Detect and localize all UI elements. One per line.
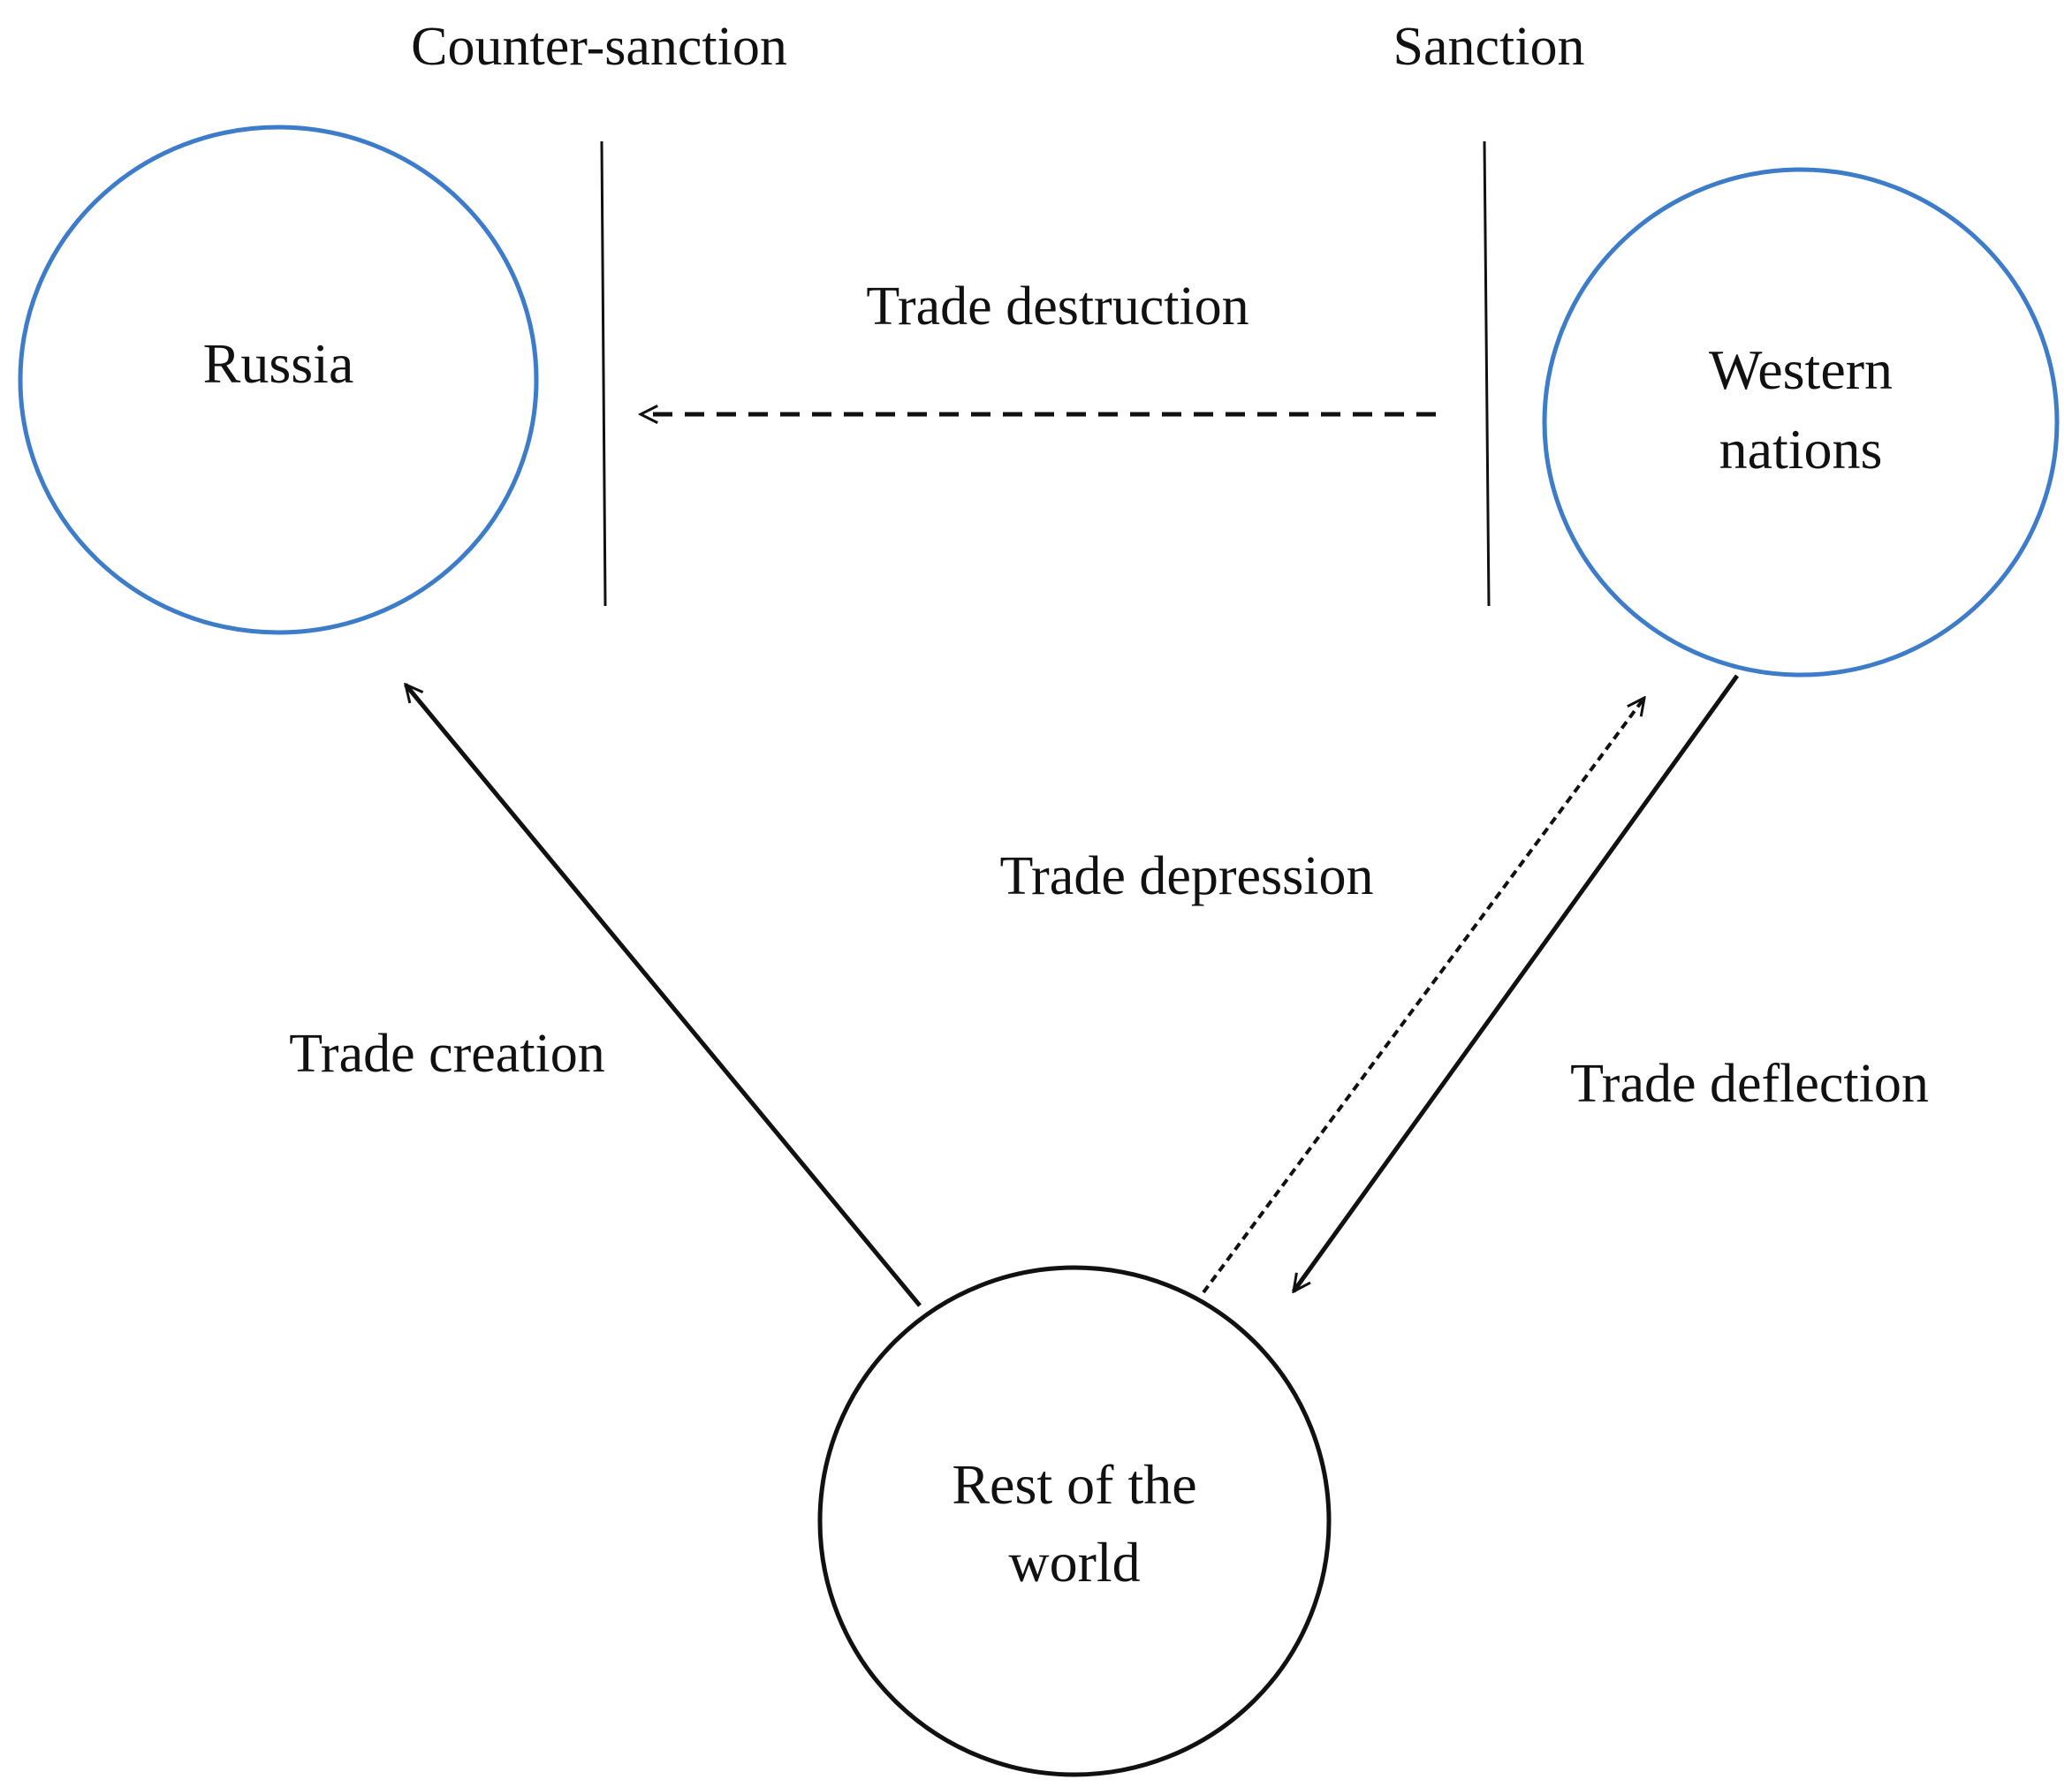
russia-node: Russia <box>18 125 539 635</box>
trade-creation-label: Trade creation <box>289 1024 605 1084</box>
rest-of-world-circle <box>817 1265 1332 1777</box>
counter-sanction-barrier-line <box>600 140 607 607</box>
western-nations-label-line1: Western <box>1709 338 1893 401</box>
russia-circle <box>18 125 539 635</box>
sanction-barrier-line <box>1483 140 1491 607</box>
rest-of-world-label-line2: world <box>1008 1531 1140 1594</box>
trade-deflection-arrow <box>1291 674 1740 1291</box>
trade-destruction-label: Trade destruction <box>866 276 1249 337</box>
western-nations-circle <box>1542 167 2060 678</box>
western-nations-node: Western nations <box>1542 167 2060 678</box>
russia-label: Russia <box>203 332 354 395</box>
trade-deflection-label: Trade deflection <box>1570 1054 1929 1114</box>
trade-depression-arrow <box>1202 698 1644 1294</box>
western-nations-label-line2: nations <box>1719 418 1883 481</box>
trade-creation-arrow <box>406 685 922 1307</box>
counter-sanction-label: Counter-sanction <box>411 17 787 77</box>
trade-depression-label: Trade depression <box>999 846 1373 906</box>
rest-of-world-label-line1: Rest of the <box>952 1453 1196 1516</box>
sanction-label: Sanction <box>1393 17 1585 77</box>
rest-of-world-node: Rest of the world <box>817 1265 1332 1777</box>
